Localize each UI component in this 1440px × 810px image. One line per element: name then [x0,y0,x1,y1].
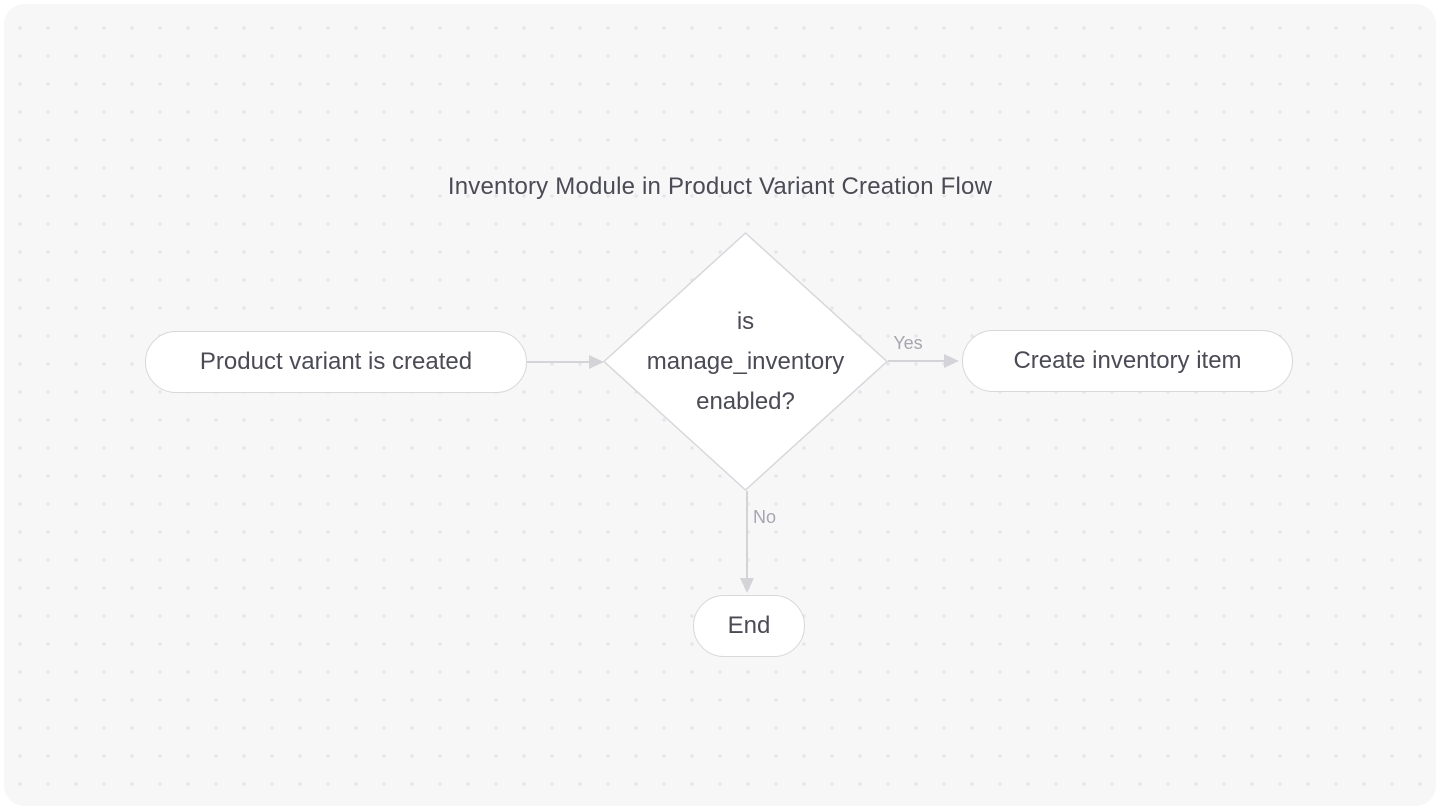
edge-label-yes: Yes [893,333,923,353]
node-product-variant-created: Product variant is created [145,331,527,393]
node-end: End [693,595,805,657]
diagram-title: Inventory Module in Product Variant Crea… [447,173,993,200]
node-create-inventory-item: Create inventory item [962,330,1293,392]
decision-diamond-shape [602,231,889,492]
edge-yes-arrowhead [944,354,959,368]
edge-label-no: No [753,507,777,527]
edge-no-arrowhead [740,578,754,593]
node-decision-label: is manage_inventory enabled? [646,307,845,415]
edge-start-to-decision-arrowhead [589,355,604,369]
